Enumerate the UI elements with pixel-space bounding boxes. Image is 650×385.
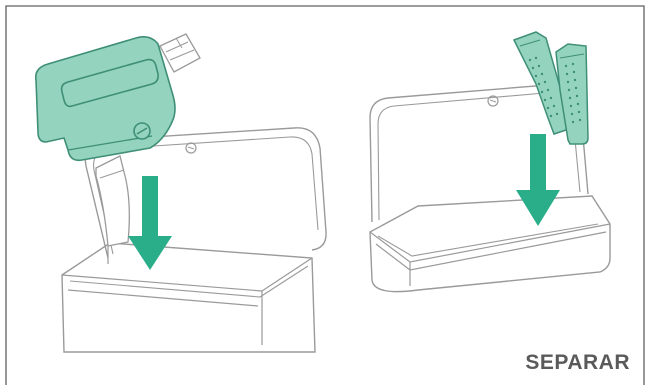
handpiece-body bbox=[36, 37, 175, 160]
caption-label: SEPARAR bbox=[525, 351, 630, 375]
blade-cartridges-icon bbox=[514, 32, 588, 144]
left-panel bbox=[36, 34, 326, 352]
right-panel bbox=[370, 32, 610, 292]
handpiece-icon bbox=[36, 34, 200, 246]
down-arrow-icon bbox=[128, 176, 172, 270]
open-box-icon-left-base bbox=[62, 243, 315, 352]
open-box-icon-right-base bbox=[370, 196, 610, 292]
